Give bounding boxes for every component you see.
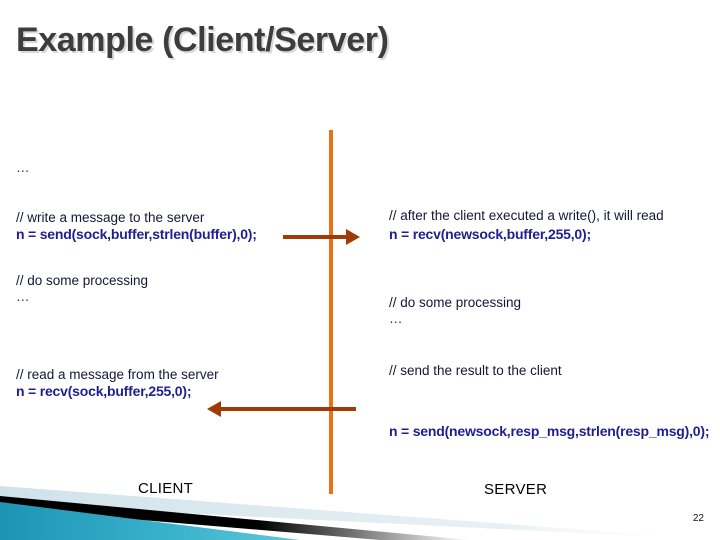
- client-comment-processing: // do some processing: [16, 273, 149, 288]
- server-to-client-arrow: [207, 401, 356, 417]
- arrow-head-left-icon: [207, 401, 221, 417]
- server-code-send: n = send(newsock,resp_msg,strlen(resp_ms…: [389, 423, 710, 439]
- arrow-head-right-icon: [346, 229, 360, 245]
- server-ellipsis-processing: …: [389, 311, 403, 326]
- server-comment-send-result: // send the result to the client: [389, 363, 562, 378]
- deco-black-band: [0, 496, 470, 540]
- deco-teal-wedge: [0, 502, 300, 540]
- client-comment-read: // read a message from the server: [16, 367, 219, 382]
- client-ellipsis-top: …: [16, 160, 30, 175]
- server-role-label: SERVER: [484, 481, 548, 498]
- client-code-recv: n = recv(sock,buffer,255,0);: [16, 383, 192, 399]
- client-ellipsis-processing: …: [16, 289, 30, 304]
- client-role-label: CLIENT: [138, 480, 194, 497]
- client-to-server-arrow: [283, 229, 360, 245]
- client-code-column: … // write a message to the server n = s…: [16, 160, 316, 400]
- page-number: 22: [692, 513, 704, 524]
- server-comment-after-write: // after the client executed a write(), …: [389, 208, 664, 223]
- slide-decoration: [0, 486, 720, 540]
- client-comment-write: // write a message to the server: [16, 210, 205, 225]
- server-code-column: // after the client executed a write(), …: [389, 208, 711, 440]
- client-code-send: n = send(sock,buffer,strlen(buffer),0);: [16, 226, 257, 242]
- page-title: Example (Client/Server): [16, 21, 389, 59]
- deco-light-band: [0, 486, 720, 540]
- server-code-recv: n = recv(newsock,buffer,255,0);: [389, 226, 591, 242]
- server-comment-processing: // do some processing: [389, 295, 522, 310]
- timeline-divider: [329, 130, 333, 494]
